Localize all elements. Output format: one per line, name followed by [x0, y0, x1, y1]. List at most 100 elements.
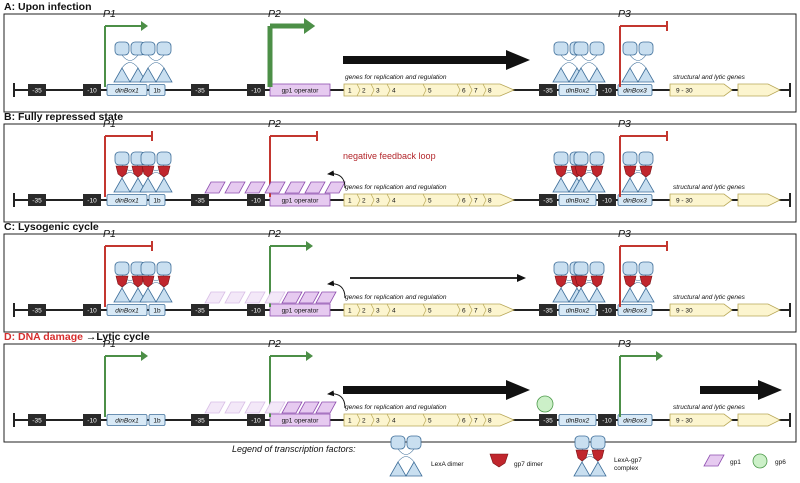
lexa-box3 [621, 261, 655, 303]
legend-complex-label1: LexA-gp7 [614, 457, 642, 464]
lexa-box3-right-head [638, 41, 654, 56]
box-35-a-box [28, 194, 46, 206]
gene-divider [456, 83, 461, 97]
gene-number-8: 8 [488, 88, 492, 95]
promoter-p2-head [306, 351, 313, 361]
dinbox1b-label: 1b [153, 417, 161, 424]
dinbox2-label: dinBox2 [566, 307, 590, 314]
box-10-b-label: -10 [251, 198, 261, 205]
legend-lexa-dimer-hinge2 [397, 456, 415, 463]
lexa-box3-right-tail [637, 287, 655, 303]
lexa-box3 [621, 41, 655, 83]
gene-cassette [343, 83, 516, 97]
genes-rep-label: genes for replication and regulation [345, 184, 447, 191]
legend-complex-right-tail [589, 461, 607, 477]
dinbox3-label: dinBox3 [623, 417, 647, 424]
gp1-operator-box [269, 303, 331, 317]
lexa-box1-a-hinge2 [121, 282, 139, 289]
lexa-box2-b-gp7-1 [590, 165, 604, 178]
lexa-box3-gp7-0 [623, 165, 637, 178]
box-10-b-label: -10 [251, 308, 261, 315]
legend-complex-gp7-1 [591, 449, 605, 462]
legend-gp6-circle [752, 453, 768, 469]
legend-lexa-dimer-hinge [397, 448, 415, 455]
gp1-2 [244, 181, 266, 194]
box-10-a-box [83, 414, 101, 426]
dinbox1b-box [148, 414, 166, 426]
dinbox2-box [558, 304, 597, 316]
lexa-box1-a-left-head [114, 41, 130, 56]
lexa-box3-hinge2 [629, 62, 647, 69]
lexa-box2-b-left-head [573, 151, 589, 166]
dinbox1-label: dinBox1 [115, 307, 139, 314]
gene-divider [356, 83, 361, 97]
promoter-p1-head [141, 21, 148, 31]
legend-complex-left-tail [573, 461, 591, 477]
lexa-box1-b-hinge [147, 54, 165, 61]
gp1-1 [298, 291, 320, 304]
lexa-box3-right-head [638, 151, 654, 166]
gene-number-7: 7 [474, 88, 478, 95]
lexa-box2-b-right-tail [588, 67, 606, 83]
gene-divider [386, 303, 391, 317]
lexa-box2-b-right-tail [588, 177, 606, 193]
panel-title-rest: Lytic cycle [96, 331, 149, 343]
gp1-operator-label: gp1 operator [282, 88, 320, 95]
dinbox1-label: dinBox1 [115, 197, 139, 204]
lexa-box1-a-gp7-0 [115, 165, 129, 178]
box-35-a-box [28, 414, 46, 426]
gp1-1 [224, 181, 246, 194]
box-10-c-label: -10 [602, 308, 612, 315]
dinbox2-label: dinBox2 [566, 197, 590, 204]
gene-divider [468, 193, 473, 207]
gene-divider [422, 303, 427, 317]
gp1-3 [264, 181, 286, 194]
genes-lytic-label: structural and lytic genes [673, 74, 746, 81]
lexa-box1-b [139, 261, 173, 303]
gene-divider [482, 413, 487, 427]
lexa-box2-a-hinge2 [560, 62, 578, 69]
box-10-a-label: -10 [87, 88, 97, 95]
transcript-arrow-1-shaft [343, 386, 508, 394]
box-35-b-box [191, 194, 209, 206]
panel-title-D: D: DNA damage →Lytic cycle [4, 331, 150, 343]
lexa-box1-a-left-tail [113, 177, 131, 193]
promoter-p3-label: P3 [618, 8, 631, 20]
gene-number-5: 5 [428, 88, 432, 95]
gene-number-4: 4 [392, 418, 396, 425]
box-10-a-box [83, 84, 101, 96]
genes-rep-label: genes for replication and regulation [345, 74, 447, 81]
legend-lexa-dimer-left-tail [389, 461, 407, 477]
gene-divider [468, 303, 473, 317]
lexa-box2-b [572, 151, 606, 193]
box-35-a-box [28, 304, 46, 316]
box-35-a-box [28, 84, 46, 96]
gene-number-3: 3 [376, 88, 380, 95]
gp1-faded-0 [204, 291, 226, 304]
lexa-box2-b-right-head [589, 151, 605, 166]
dinbox1b-box [148, 194, 166, 206]
box-35-c-label: -35 [543, 308, 553, 315]
gp1-faded-1 [224, 291, 246, 304]
gene-number-8: 8 [488, 198, 492, 205]
lexa-box2-a-gp7-0 [554, 165, 568, 178]
legend-lexa-dimer-right-head [406, 435, 422, 450]
dinbox3-box [617, 304, 653, 316]
dinbox1-box [106, 304, 148, 316]
dinbox3-label: dinBox3 [623, 307, 647, 314]
dinbox3-box [617, 84, 653, 96]
lytic-gene-block [669, 413, 733, 427]
gene-cassette [343, 193, 516, 207]
lytic-gene-block [669, 193, 733, 207]
lexa-box2-a-gp7-0 [554, 275, 568, 288]
promoter-p2-head [306, 241, 313, 251]
gene-divider [468, 83, 473, 97]
lexa-box3-hinge2 [629, 282, 647, 289]
promoter-p3 [619, 21, 668, 87]
lexa-box2-b-gp7-1 [590, 275, 604, 288]
gene-cassette [343, 413, 516, 427]
lexa-box1-a-hinge2 [121, 62, 139, 69]
lexa-box3-right-head [638, 261, 654, 276]
